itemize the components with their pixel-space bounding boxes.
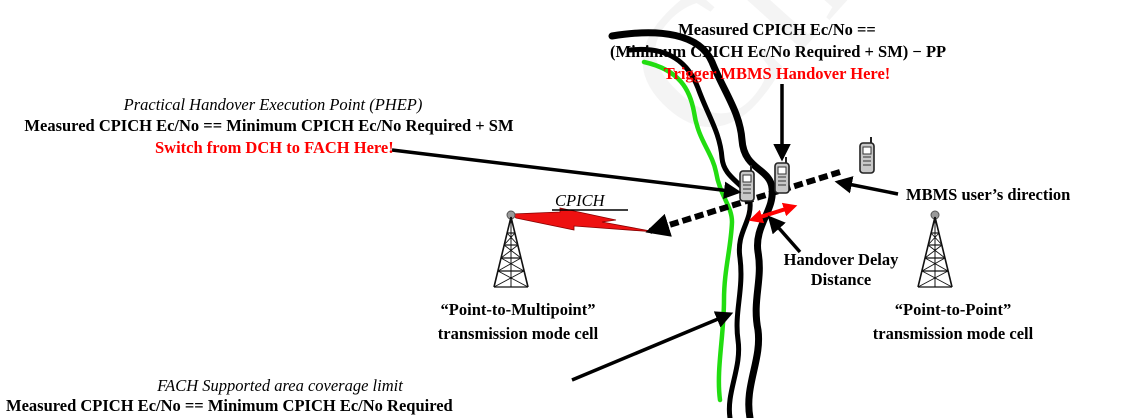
- phep-pointer-arrow: [391, 148, 742, 199]
- cpich-label: CPICH: [555, 191, 605, 210]
- ptm-cell-label-line1: “Point-to-Multipoint”: [440, 300, 596, 319]
- phep-callout-line2: Measured CPICH Ec/No == Minimum CPICH Ec…: [24, 116, 514, 135]
- handover-delay-pointer-arrow: [767, 215, 802, 254]
- fach-pointer-arrow: [571, 311, 734, 382]
- fach-callout-line2: Measured CPICH Ec/No == Minimum CPICH Ec…: [6, 396, 453, 415]
- ptp-cell-label-line2: transmission mode cell: [872, 324, 1034, 343]
- cpich-signal-bolt: [511, 207, 657, 233]
- tower-right-icon: [917, 210, 953, 288]
- direction-pointer-arrow: [834, 176, 899, 196]
- handover-delay-label-line1: Handover Delay: [783, 250, 899, 269]
- coverage-boundary-outer: [608, 29, 776, 418]
- ptm-cell-label-line2: transmission mode cell: [437, 324, 599, 343]
- phep-callout-line3: Switch from DCH to FACH Here!: [155, 138, 394, 157]
- trigger-callout-line1: Measured CPICH Ec/No ==: [678, 20, 876, 39]
- ptp-cell-label-line1: “Point-to-Point”: [894, 300, 1012, 319]
- fach-coverage-limit-line: [641, 59, 735, 403]
- handover-delay-label-line2: Distance: [810, 270, 872, 289]
- phep-callout-title: Practical Handover Execution Point (PHEP…: [123, 95, 423, 114]
- mobile-phone-icon: [739, 164, 755, 202]
- mobile-phone-icon: [774, 156, 790, 194]
- tower-left-icon: [493, 210, 529, 288]
- user-direction-label: MBMS user’s direction: [906, 185, 1071, 204]
- mobile-phone-icon: [859, 136, 875, 174]
- fach-callout-title: FACH Supported area coverage limit: [157, 376, 403, 395]
- trigger-callout-line2: (Minimum CPICH Ec/No Required + SM) − PP: [610, 42, 947, 61]
- trigger-callout-line3: Trigger MBMS Handover Here!: [663, 64, 891, 83]
- handover-delay-arrow: [748, 202, 798, 224]
